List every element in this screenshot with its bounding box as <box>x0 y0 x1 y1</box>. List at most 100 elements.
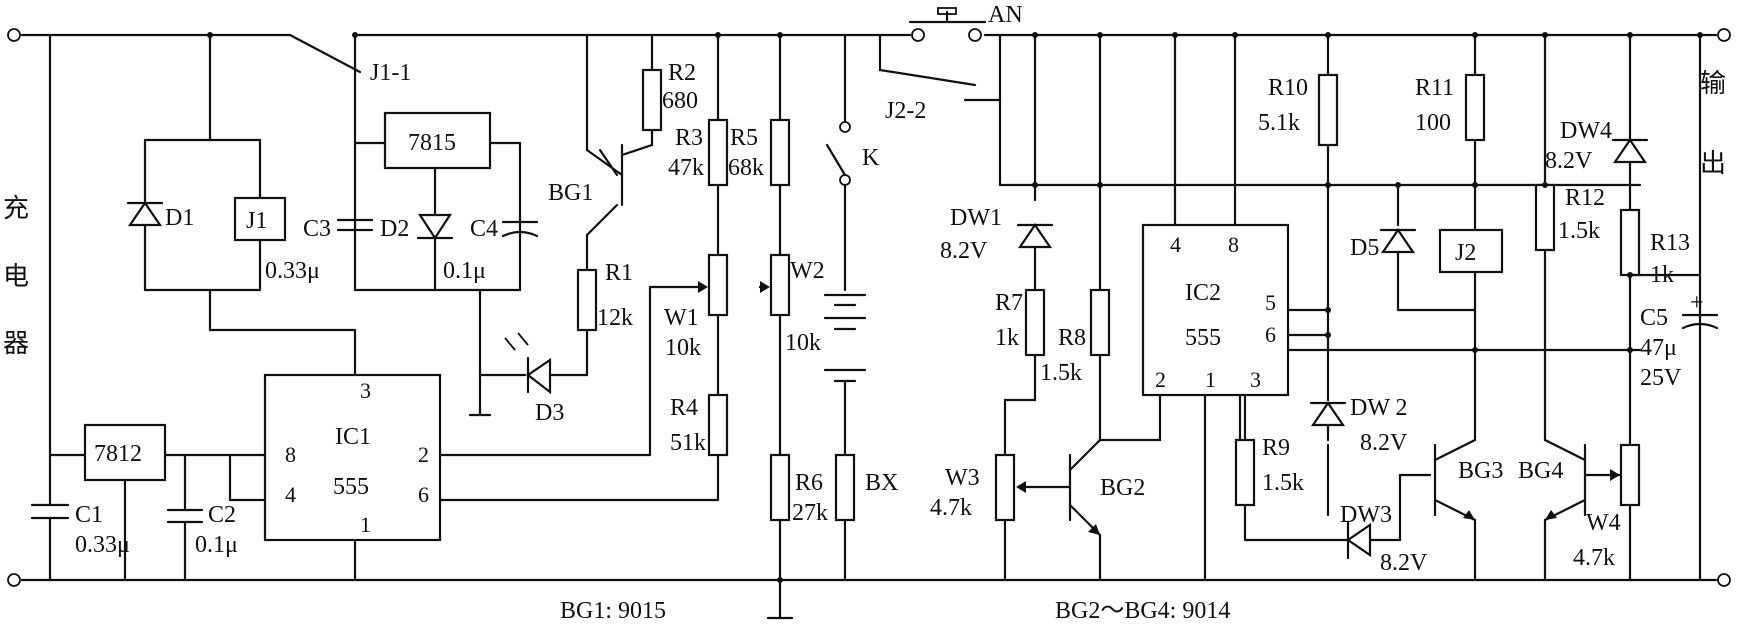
d3-ref: D3 <box>535 400 564 426</box>
r12-value: 1.5k <box>1558 218 1600 244</box>
r13-ref: R13 <box>1650 230 1690 256</box>
d5-ref: D5 <box>1350 235 1379 261</box>
w4-ref: W4 <box>1586 510 1621 536</box>
j2-2-ref: J2-2 <box>885 98 926 124</box>
ic1-555: 3 8 4 2 6 1 IC1 555 <box>263 373 442 542</box>
bg2-4-type-note: BG2～BG4: 9014 <box>1055 598 1230 624</box>
w2-value: 10k <box>785 330 821 356</box>
c5-value: 47μ <box>1640 335 1677 361</box>
r2-resistor: R2 680 <box>641 33 698 132</box>
input-label-1: 充 <box>3 194 29 223</box>
dw3-zener: DW3 8.2V <box>1340 502 1428 576</box>
r6-value: 27k <box>792 500 828 526</box>
r5-ref: R5 <box>730 125 758 151</box>
ic2-pin4: 4 <box>1170 232 1181 257</box>
regulator-7812: 7812 <box>83 423 167 482</box>
r12-resistor: R12 1.5k <box>1534 183 1605 252</box>
c3-value: 0.33μ <box>265 258 320 284</box>
ic1-pin4: 4 <box>285 482 296 507</box>
r10-resistor: R10 5.1k <box>1258 73 1339 147</box>
c2-ref: C2 <box>208 502 236 528</box>
dw4-zener: DW4 8.2V <box>1545 118 1649 174</box>
c5-ref: C5 <box>1640 305 1668 331</box>
ic2-pin5: 5 <box>1265 290 1276 315</box>
dw1-ref: DW1 <box>950 205 1002 231</box>
bg2-ref: BG2 <box>1100 475 1145 501</box>
j1-1-switch-contact: J1-1 <box>288 33 411 86</box>
w1-potentiometer: W1 10k <box>648 253 729 361</box>
dw1-value: 8.2V <box>940 238 988 264</box>
c4-ref: C4 <box>470 216 498 242</box>
c5-capacitor: + C5 47μ 25V <box>1640 290 1719 391</box>
bg4-transistor: BG4 <box>1518 438 1587 522</box>
r9-value: 1.5k <box>1262 470 1304 496</box>
regulator-7815: 7815 <box>383 111 492 170</box>
w3-value: 4.7k <box>930 495 972 521</box>
w4-potentiometer: W4 4.7k <box>1573 443 1641 571</box>
regulator-7815-label: 7815 <box>408 130 456 156</box>
ic2-pin1: 1 <box>1205 367 1216 392</box>
ic1-pin8: 8 <box>285 442 296 467</box>
w3-potentiometer: W3 4.7k <box>930 453 1026 522</box>
r13-resistor: R13 1k <box>1619 208 1690 288</box>
d2-ref: D2 <box>380 216 409 242</box>
j2-ref: J2 <box>1455 240 1476 266</box>
r1-value: 12k <box>597 305 633 331</box>
input-terminal-top <box>7 28 21 42</box>
dw2-value: 8.2V <box>1360 430 1408 456</box>
ic2-555: 4 8 5 6 2 1 3 IC2 555 <box>1141 223 1290 397</box>
d1-diode: D1 <box>126 201 194 231</box>
output-label-2: 出 <box>1700 149 1726 178</box>
r3-resistor: R3 47k <box>668 118 729 187</box>
k-ref: K <box>862 145 880 171</box>
r11-resistor: R11 100 <box>1415 73 1486 142</box>
ic1-name: IC1 <box>335 424 371 450</box>
c1-value: 0.33μ <box>75 532 130 558</box>
r11-value: 100 <box>1415 110 1451 136</box>
c2-capacitor: C2 0.1μ <box>166 502 238 582</box>
j1-1-ref: J1-1 <box>370 60 411 86</box>
bg3-transistor: BG3 <box>1433 438 1503 522</box>
c3-capacitor: C3 0.33μ <box>265 216 374 284</box>
r5-value: 68k <box>728 155 764 181</box>
junctions <box>207 32 1703 583</box>
r7-resistor: R7 1k <box>995 288 1046 357</box>
ic2-pin2: 2 <box>1155 367 1166 392</box>
battery <box>823 293 867 383</box>
ic2-pin6: 6 <box>1265 322 1276 347</box>
ic1-chip: 555 <box>333 474 369 500</box>
dw1-zener: DW1 8.2V <box>940 205 1054 264</box>
w2-potentiometer: W2 10k <box>758 253 825 356</box>
regulator-7812-label: 7812 <box>94 441 142 467</box>
ic2-pin3: 3 <box>1250 367 1261 392</box>
c1-capacitor: C1 0.33μ <box>30 498 130 558</box>
r10-ref: R10 <box>1268 75 1308 101</box>
an-pushbutton: AN <box>908 2 1023 42</box>
bg1-ref: BG1 <box>548 180 593 206</box>
c4-capacitor: C4 0.1μ <box>443 216 539 284</box>
r4-ref: R4 <box>670 395 698 421</box>
bg3-ref: BG3 <box>1458 458 1503 484</box>
c3-ref: C3 <box>303 216 331 242</box>
r3-ref: R3 <box>675 125 703 151</box>
w2-ref: W2 <box>790 258 825 284</box>
an-ref: AN <box>988 2 1023 28</box>
c5-voltage: 25V <box>1640 365 1682 391</box>
bg4-ref: BG4 <box>1518 458 1563 484</box>
d5-diode: D5 <box>1350 228 1417 261</box>
j1-relay-coil: J1 <box>233 196 287 242</box>
w1-ref: W1 <box>664 305 699 331</box>
r5-resistor: R5 68k <box>728 118 791 187</box>
c1-ref: C1 <box>75 502 103 528</box>
d1-ref: D1 <box>165 205 194 231</box>
r10-value: 5.1k <box>1258 110 1300 136</box>
bg1-transistor: BG1 <box>548 33 654 237</box>
ic2-name: IC2 <box>1185 280 1221 306</box>
r9-ref: R9 <box>1262 435 1290 461</box>
dw2-ref: DW 2 <box>1350 395 1408 421</box>
r12-ref: R12 <box>1565 185 1605 211</box>
c2-value: 0.1μ <box>195 532 238 558</box>
ic1-pin2: 2 <box>418 442 429 467</box>
input-label-3: 器 <box>3 329 29 358</box>
